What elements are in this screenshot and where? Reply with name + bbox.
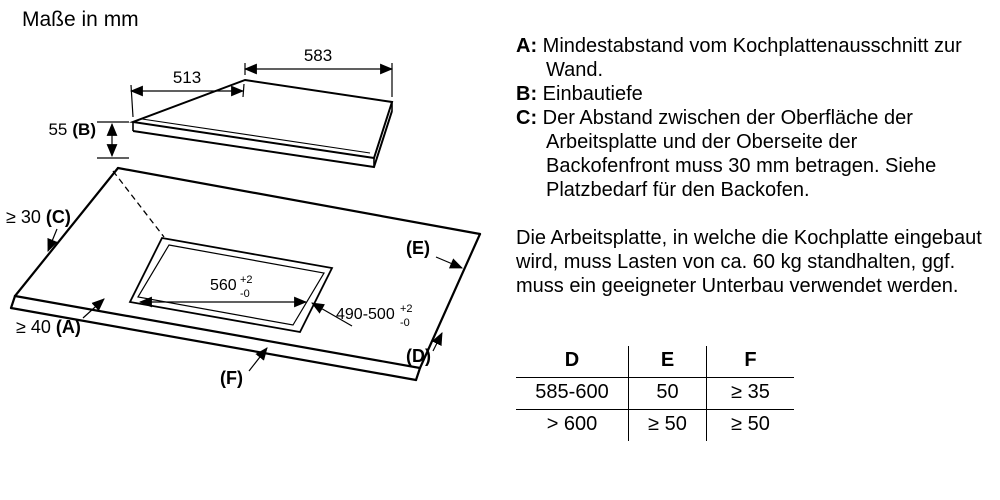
- a-leader-arrow: [82, 298, 105, 319]
- legend-text-a: Mindestabstand vom Kochplattenaus­schnit…: [542, 35, 962, 81]
- legend-key-c: C:: [516, 107, 538, 129]
- label-clearance-c: ≥ 30(C): [6, 207, 71, 227]
- page-title: Maße in mm: [22, 8, 139, 31]
- cutout-width-tolerance-sup: +2: [240, 274, 253, 286]
- table-header-cell: D: [564, 349, 580, 371]
- e-leader-arrow: [435, 256, 463, 269]
- table-header-cell: F: [706, 346, 794, 377]
- cutout-outline: [128, 236, 334, 334]
- cutout-width-label: 560: [210, 277, 237, 294]
- table-cell: > 600: [516, 409, 628, 441]
- worktop-load-note: Die Arbeitsplatte, in welche die Kochpla…: [516, 227, 982, 297]
- dimension-lines: [47, 63, 463, 372]
- f-leader-arrow: [248, 347, 268, 372]
- worktop-outline: [9, 166, 482, 382]
- cooktop-outline: [129, 78, 394, 169]
- cutout-depth-label: 490-500: [336, 306, 395, 323]
- cutout-depth-tolerance-sub: -0: [400, 317, 410, 329]
- table-cell: ≥ 50: [628, 409, 706, 441]
- legend: A: Mindestabstand vom Kochplattenaus­sch…: [516, 34, 986, 202]
- d-leader-arrow: [431, 332, 443, 352]
- legend-item-a: A: Mindestabstand vom Kochplattenaus­sch…: [516, 34, 986, 82]
- cutout-width-tolerance-sub: -0: [240, 288, 250, 300]
- dim-width-label: 583: [304, 46, 332, 65]
- table-cell: ≥ 35: [706, 377, 794, 409]
- installation-diagram: 583 513 55(B) 560 +2 -0 490-500 +2 -0 (E…: [6, 46, 482, 388]
- label-f: (F): [220, 368, 243, 388]
- cutout-depth-tolerance-sup: +2: [400, 303, 413, 315]
- label-d: (D): [406, 346, 431, 366]
- table-cell: 50: [628, 377, 706, 409]
- table-cell: ≥ 50: [706, 409, 794, 441]
- table-cell: 585-600: [516, 377, 628, 409]
- label-clearance-a: ≥ 40(A): [16, 317, 81, 337]
- text-column: A: Mindestabstand vom Kochplattenaus­sch…: [516, 34, 986, 441]
- label-e: (E): [406, 238, 430, 258]
- legend-item-b: B: Einbautiefe: [516, 82, 986, 106]
- dim-build-in-depth-label: 55(B): [48, 120, 96, 139]
- legend-item-c: C: Der Abstand zwischen der Oberfläche d…: [516, 106, 986, 202]
- legend-key-a: A:: [516, 35, 538, 57]
- projection-dashed-line: [112, 170, 165, 238]
- spec-table: D E F 585-600 50 ≥ 35 > 600 ≥ 50 ≥ 50: [516, 346, 986, 441]
- legend-text-b: Einbautiefe: [542, 83, 643, 105]
- c-leader-arrow: [47, 228, 58, 253]
- legend-text-c: Der Abstand zwischen der Oberfläche der …: [542, 107, 937, 201]
- table-header-cell: E: [628, 346, 706, 377]
- cutout-depth-leader-arrow: [311, 302, 353, 327]
- legend-key-b: B:: [516, 83, 538, 105]
- dim-depth-label: 513: [173, 68, 201, 87]
